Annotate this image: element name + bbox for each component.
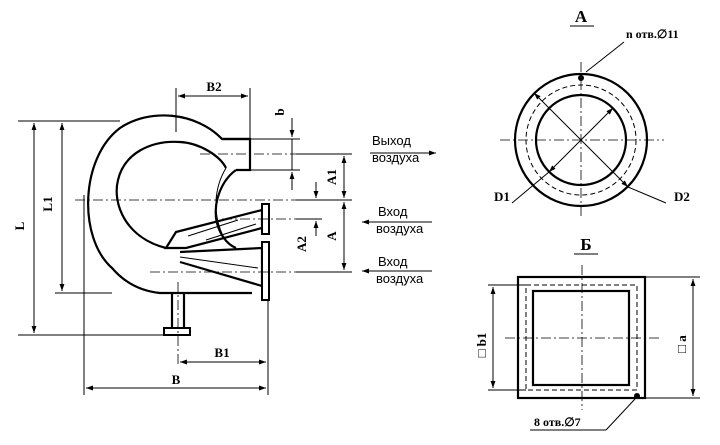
inlet2-caption-1: Вход (378, 254, 408, 269)
inlet2-caption-2: воздуха (376, 271, 424, 286)
upper-inlet-hatch-1 (187, 219, 239, 237)
round-holes-leader (585, 41, 625, 73)
label-L1: L1 (40, 196, 55, 211)
dim-D2 (533, 92, 629, 188)
dim-D2-leader (627, 186, 667, 204)
lower-inlet-flange (261, 241, 270, 301)
label-B: B (172, 372, 181, 387)
label-B1: B1 (214, 345, 229, 360)
body-inner-outline (115, 140, 227, 250)
square-bolt-pattern (525, 284, 638, 391)
swirl-inner (215, 167, 227, 239)
swirl-shell (214, 169, 237, 250)
outlet-caption-1: Выход (372, 133, 411, 148)
label-b: b (272, 108, 287, 115)
view-a: А n отв.∅11 D1 D2 (494, 7, 690, 218)
dim-D1-leader (511, 171, 550, 204)
square-flange-outer (516, 275, 647, 400)
drain-pipe (170, 293, 186, 328)
outlet-caption-2: воздуха (372, 150, 420, 165)
label-B2: B2 (206, 79, 221, 94)
label-A1: A1 (324, 169, 339, 185)
square-holes-leader (605, 398, 636, 431)
label-A2: A2 (294, 236, 309, 252)
upper-inlet-hatch-2 (205, 223, 257, 241)
inlet1-caption-2: воздуха (376, 221, 424, 236)
label-D2: D2 (674, 189, 690, 204)
label-a: □ a (674, 335, 689, 353)
outlet-pipe (222, 137, 252, 172)
label-D1: D1 (494, 189, 510, 204)
square-holes-note: 8 отв.∅7 (534, 415, 581, 429)
view-b: Б □ b1 □ a 8 отв.∅7 (474, 235, 700, 431)
side-view: L L1 B B1 B2 b A1 A A2 (12, 79, 352, 395)
label-A: A (324, 231, 339, 241)
label-L: L (12, 221, 27, 230)
lower-inlet-mid (179, 256, 259, 269)
drain-flange (163, 327, 191, 336)
body-outer-outline (87, 114, 252, 295)
bolt-hole (578, 75, 584, 81)
round-holes-note: n отв.∅11 (626, 27, 679, 41)
label-b1: □ b1 (474, 333, 489, 358)
square-bolt-hole (634, 393, 640, 399)
view-a-title: А (575, 7, 588, 26)
air-captions: Выход воздуха Вход воздуха Вход воздуха (362, 133, 436, 286)
upper-inlet-channel (164, 208, 264, 250)
view-b-title: Б (580, 235, 591, 254)
inlet1-caption-1: Вход (378, 204, 408, 219)
